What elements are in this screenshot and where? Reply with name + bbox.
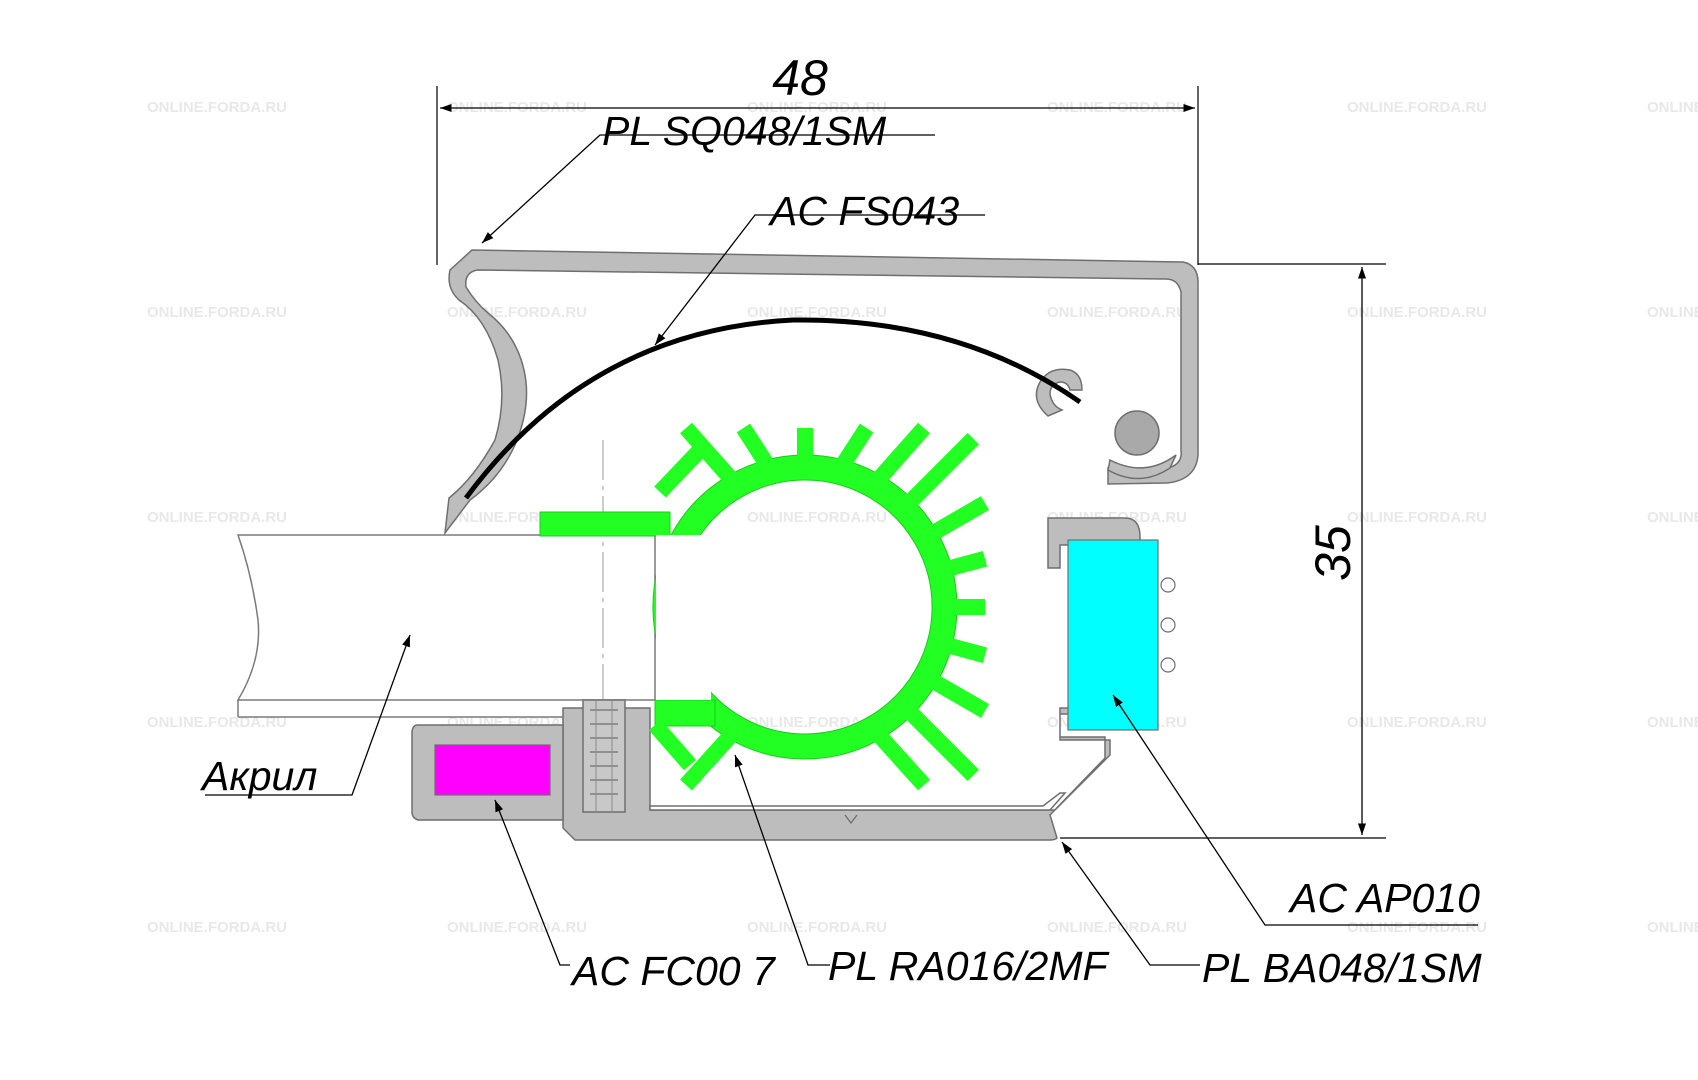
- watermark-text: ONLINE.FORDA.RU: [1347, 99, 1487, 116]
- label-right-insert: AC AP010: [1287, 875, 1480, 921]
- watermark-text: ONLINE.FORDA.RU: [1647, 99, 1698, 116]
- watermark-text: ONLINE.FORDA.RU: [147, 509, 287, 526]
- label-flex-strip: AC FS043: [767, 188, 959, 234]
- watermark-text: ONLINE.FORDA.RU: [147, 304, 287, 321]
- heat-sink-fin: [680, 422, 737, 485]
- heat-sink-fin: [929, 674, 989, 718]
- heat-sink-fin: [873, 729, 930, 791]
- heat-sink-fin: [929, 496, 989, 540]
- heat-sink-fin: [736, 423, 774, 469]
- watermark-text: ONLINE.FORDA.RU: [747, 509, 887, 526]
- heat-sink-fin: [903, 705, 979, 781]
- flex-strip-arc: [463, 317, 1082, 500]
- right-insert-cyan: [1067, 539, 1159, 731]
- watermark-text: ONLINE.FORDA.RU: [147, 919, 287, 936]
- watermark-text: ONLINE.FORDA.RU: [447, 919, 587, 936]
- heat-sink-fin: [903, 433, 979, 509]
- watermark-text: ONLINE.FORDA.RU: [147, 99, 287, 116]
- label-led-profile: PL RA016/2MF: [828, 943, 1110, 989]
- height-dimension-label: 35: [1305, 525, 1361, 581]
- width-dimension: 48: [436, 50, 1199, 265]
- heat-sink-fin: [945, 551, 988, 577]
- watermark-text: ONLINE.FORDA.RU: [1347, 714, 1487, 731]
- led-profile-green: [539, 422, 989, 791]
- height-dimension: 35: [1060, 263, 1386, 839]
- watermark-text: ONLINE.FORDA.RU: [1647, 714, 1698, 731]
- watermark-text: ONLINE.FORDA.RU: [1047, 919, 1187, 936]
- label-top-profile: PL SQ048/1SM: [602, 108, 887, 154]
- heat-sink-fin: [648, 719, 697, 771]
- heat-sink-fin: [680, 729, 737, 791]
- watermark-text: ONLINE.FORDA.RU: [1347, 509, 1487, 526]
- watermark-text: ONLINE.FORDA.RU: [1047, 304, 1187, 321]
- heat-sink-fin: [873, 422, 930, 485]
- leader-lines: [205, 134, 1478, 966]
- left-insert-magenta: [434, 744, 551, 796]
- label-base-profile: PL BA048/1SM: [1202, 945, 1482, 991]
- acrylic-panel: [236, 440, 656, 718]
- label-acrylic: Акрил: [199, 753, 317, 799]
- label-left-insert: AC FC00 7: [569, 948, 777, 994]
- heat-sink-fins: [648, 422, 989, 791]
- top-profile-shape: [443, 249, 1199, 536]
- heat-sink-fin: [945, 637, 988, 663]
- watermark-text: ONLINE.FORDA.RU: [747, 304, 887, 321]
- watermark-text: ONLINE.FORDA.RU: [147, 714, 287, 731]
- width-dimension-label: 48: [772, 50, 828, 106]
- heat-sink-fin: [654, 444, 706, 498]
- watermark-text: ONLINE.FORDA.RU: [1347, 919, 1487, 936]
- watermark-text: ONLINE.FORDA.RU: [1647, 509, 1698, 526]
- watermark-text: ONLINE.FORDA.RU: [1647, 304, 1698, 321]
- watermark-text: ONLINE.FORDA.RU: [1647, 919, 1698, 936]
- heat-sink-fin: [836, 423, 874, 469]
- watermark-text: ONLINE.FORDA.RU: [1347, 304, 1487, 321]
- watermark-text: ONLINE.FORDA.RU: [747, 919, 887, 936]
